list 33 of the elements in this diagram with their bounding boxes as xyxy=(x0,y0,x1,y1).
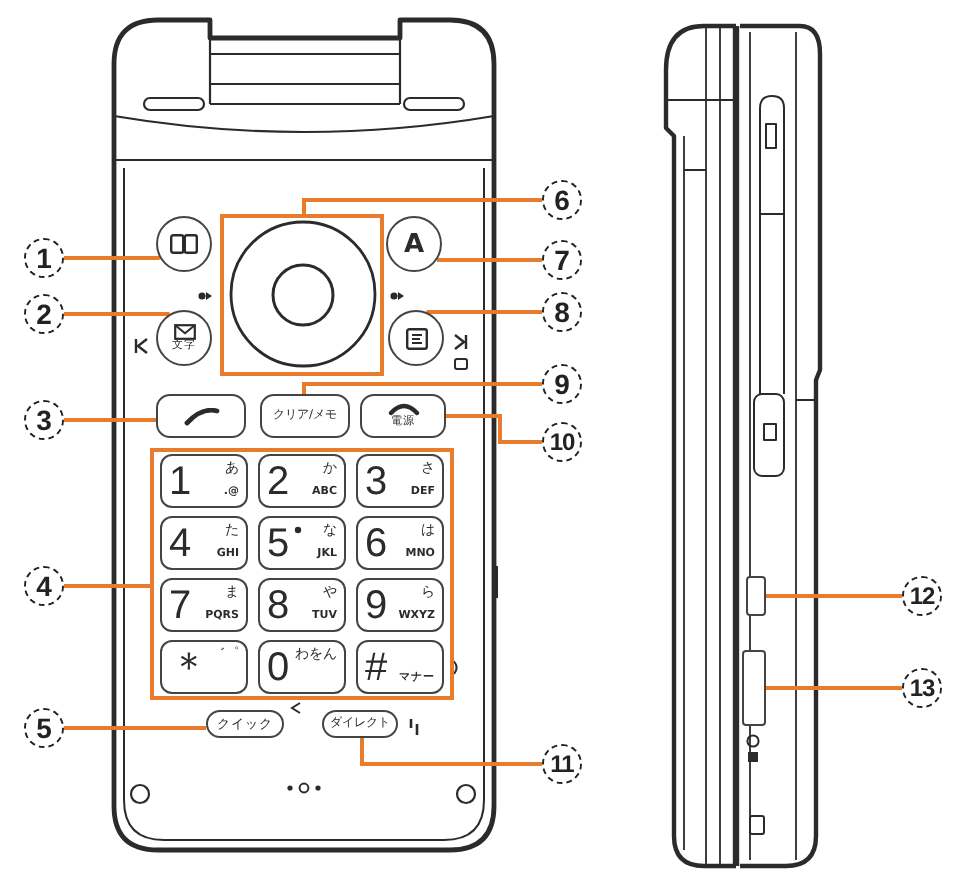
leader-line xyxy=(360,738,542,766)
leader-line xyxy=(64,726,206,730)
callout-number: 4 xyxy=(24,566,64,606)
leader-line xyxy=(302,382,542,394)
leader-line xyxy=(426,310,542,314)
round-key xyxy=(388,310,444,366)
round-key xyxy=(156,216,212,272)
highlight-frame xyxy=(150,448,454,700)
callout-number: 13 xyxy=(902,668,942,708)
leader-line xyxy=(302,198,542,214)
side-key xyxy=(746,576,766,616)
callout-number: 8 xyxy=(542,292,582,332)
leader-line xyxy=(64,256,160,260)
leader-line xyxy=(437,258,542,262)
call-key xyxy=(156,394,246,438)
leader-line xyxy=(766,686,902,690)
round-key: A xyxy=(386,216,442,272)
leader-line xyxy=(446,414,542,444)
callout-number: 5 xyxy=(24,708,64,748)
callout-number: 1 xyxy=(24,238,64,278)
callout-number: 12 xyxy=(902,576,942,616)
callout-number: 10 xyxy=(542,422,582,462)
leader-line xyxy=(64,312,170,316)
leader-line xyxy=(64,584,150,588)
callout-number: 3 xyxy=(24,400,64,440)
side-key xyxy=(742,650,766,726)
callout-number: 6 xyxy=(542,180,582,220)
leader-line xyxy=(64,418,156,422)
callout-number: 2 xyxy=(24,294,64,334)
leader-line xyxy=(766,594,902,598)
callout-number: 11 xyxy=(542,744,582,784)
callout-number: 9 xyxy=(542,364,582,404)
callout-number: 7 xyxy=(542,240,582,280)
